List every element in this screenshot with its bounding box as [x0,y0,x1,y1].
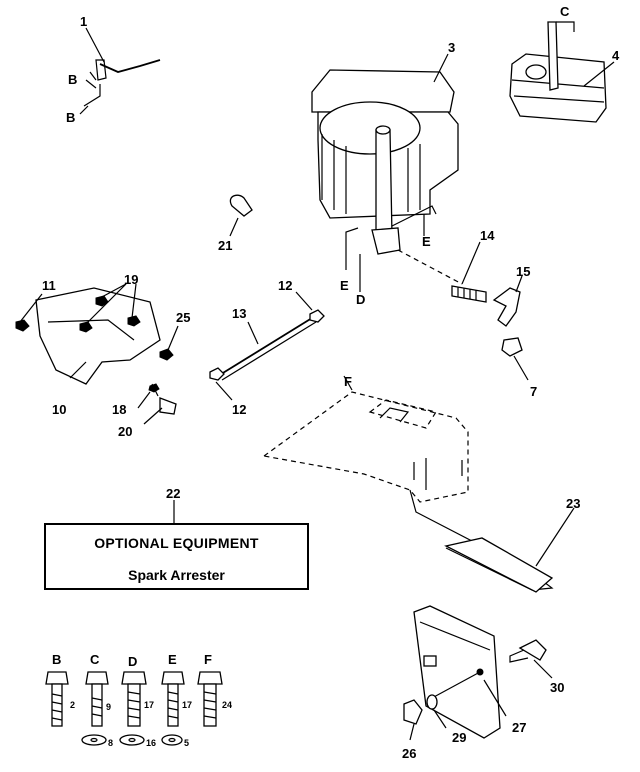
callout-25: 25 [176,310,190,325]
optional-equipment-title: OPTIONAL EQUIPMENT [94,535,259,551]
callout-14: 14 [480,228,495,243]
callout-3: 3 [448,40,455,55]
mounting-bracket-part [15,283,179,385]
callout-17-d: 17 [144,700,154,710]
callout-8: 8 [108,738,113,748]
callout-9: 9 [106,702,111,712]
ref-letter-d-engine: D [356,292,365,307]
callout-18: 18 [112,402,126,417]
callout-2: 2 [70,700,75,710]
callout-5: 5 [184,738,189,748]
ref-letter-f-shroud: F [344,374,352,389]
callout-27: 27 [512,720,526,735]
callout-22: 22 [166,486,180,501]
muffler-part [509,21,607,123]
callout-23: 23 [566,496,580,511]
callout-10: 10 [52,402,66,417]
bolt-letter-f: F [204,652,212,667]
callout-7: 7 [530,384,537,399]
ref-letter-e-right: E [422,234,431,249]
spark-arrester-label: Spark Arrester [128,567,225,583]
bolt-letter-c: C [90,652,100,667]
callout-13: 13 [232,306,246,321]
callout-21: 21 [218,238,232,253]
callout-24: 24 [222,700,232,710]
bolt-letter-b: B [52,652,61,667]
deflector-plate-part [409,489,575,593]
leader-3 [433,53,449,83]
ref-letter-b-lower: B [66,110,75,125]
callout-20: 20 [118,424,132,439]
optional-equipment-box: OPTIONAL EQUIPMENT Spark Arrester [44,523,309,590]
leader-4 [583,61,615,87]
elbow-fitting-part [492,275,523,327]
bolt-letter-d: D [128,654,137,669]
mounting-plate-part [403,605,553,741]
callout-12-lower: 12 [232,402,246,417]
callout-19: 19 [124,272,138,287]
callout-4: 4 [612,48,620,63]
ref-letter-e-left: E [340,278,349,293]
bolt-set [45,671,223,746]
callout-29: 29 [452,730,466,745]
ref-letter-b-upper: B [68,72,77,87]
callout-12-upper: 12 [278,278,292,293]
ref-letter-c-top: C [560,4,570,19]
exhaust-pipe-part [451,241,487,303]
engine-part [311,69,459,292]
engine-shroud-outline [263,375,469,503]
callout-11: 11 [42,278,56,293]
callout-30: 30 [550,680,564,695]
callout-1: 1 [80,14,87,29]
clamp-part [229,194,253,237]
spark-plug-fitting-part [501,337,529,381]
callout-26: 26 [402,746,416,761]
bolt-letter-e: E [168,652,177,667]
linkage-rod-part [137,291,325,425]
callout-15: 15 [516,264,530,279]
exhaust-dashed-line [397,249,463,285]
callout-17-e: 17 [182,700,192,710]
callout-16: 16 [146,738,156,748]
throttle-control-part [79,27,161,115]
